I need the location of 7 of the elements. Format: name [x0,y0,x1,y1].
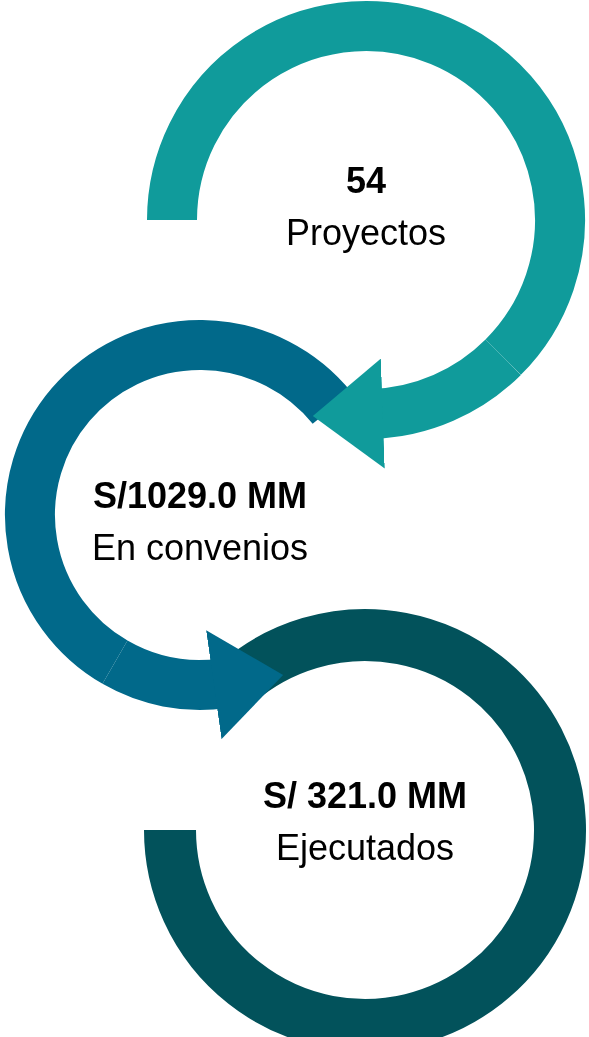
value-text: S/1029.0 MM [92,474,308,518]
caption-text: Proyectos [285,211,447,255]
value-text: S/ 321.0 MM [262,774,468,818]
caption-text: Ejecutados [275,826,455,870]
curved-arrow [103,629,284,739]
caption-text: En convenios [91,526,309,570]
value-text: 54 [345,159,386,203]
